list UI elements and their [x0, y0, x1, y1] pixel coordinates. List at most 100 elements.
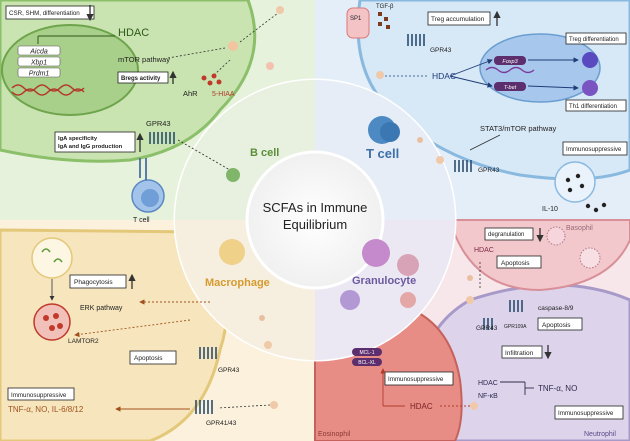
center-title-line1: SCFAs in Immune — [263, 200, 368, 215]
foxp3-gene — [494, 56, 526, 65]
caspase-label: caspase-8/9 — [538, 305, 574, 312]
treg-acc-text: Treg accumulation — [431, 16, 485, 23]
csr-box — [5, 5, 95, 20]
il10-label: IL-10 — [542, 206, 558, 213]
infiltration-box — [501, 345, 543, 359]
gran-immuno-left-text: Immunosuppressive — [388, 376, 444, 383]
neutrophil-label: Neutrophil — [584, 431, 616, 438]
phago-text: Phagocytosis — [74, 279, 113, 286]
tcell-gpr43-top — [407, 34, 425, 46]
bclxl-gene — [352, 358, 382, 366]
macrophage-icon — [219, 239, 245, 265]
th1-diff-text: Th1 differentiation — [569, 104, 617, 110]
ahr-label: AhR — [183, 89, 198, 98]
tcell-gpr43-top-label: GPR43 — [430, 47, 452, 54]
csr-text: CSR, SHM, differentiation — [9, 10, 80, 17]
gran-immuno-right-text: Immunosuppressive — [558, 410, 614, 417]
iga-line1: IgA specificity — [58, 136, 98, 142]
treg-acc-box — [427, 11, 491, 26]
gran-immuno-right-box — [554, 405, 624, 420]
gran-apop-mid-text: Apoptosis — [542, 322, 571, 329]
stat3-label: STAT3/mTOR pathway — [480, 124, 557, 133]
th1-cell-icon — [582, 80, 598, 96]
tcell-small-label: T cell — [133, 217, 150, 224]
gene-aicda-label: Aicda — [29, 49, 48, 56]
gran-apop-top-text: Apoptosis — [501, 260, 530, 267]
il10-vesicle — [554, 161, 596, 203]
macro-gpr41-receptor — [195, 400, 213, 414]
iga-line2: IgA and IgG production — [58, 144, 123, 150]
mcl1-label: MCL-1 — [359, 350, 374, 356]
th1-diff-box — [565, 99, 627, 112]
macro-apoptosis-text: Apoptosis — [134, 355, 163, 362]
gran-gpr43-receptor — [483, 318, 493, 330]
macro-immuno-text: Immunosuppressive — [11, 392, 67, 399]
bcell-gpr43-receptor — [149, 132, 175, 144]
bcell-label: B cell — [250, 147, 279, 159]
macrophage-label: Macrophage — [205, 277, 270, 289]
erk-label: ERK pathway — [80, 305, 123, 312]
macro-gpr43-receptor — [199, 347, 217, 359]
bcell-mtor: mTOR pathway — [118, 55, 170, 64]
bcell-hdac: HDAC — [118, 27, 149, 39]
macro-gpr41-label: GPR41/43 — [206, 420, 237, 427]
gene-xbp1-label: Xbp1 — [30, 60, 47, 67]
bregs-text: Bregs activity — [121, 76, 161, 82]
infiltration-text: Infiltration — [505, 350, 534, 357]
lamtor-label: LAMTOR2 — [68, 338, 99, 345]
eosinophil-label: Eosinophil — [318, 431, 351, 438]
gran-hdac-right: HDAC — [478, 380, 498, 387]
degran-text: degranulation — [488, 232, 524, 238]
tbx-label: T-bet — [504, 85, 517, 91]
foxp3-label: Foxp3 — [502, 59, 518, 65]
bclxl-label: BCL-XL — [358, 360, 376, 366]
gene-prdm1 — [17, 67, 61, 78]
macro-cytokines: TNF-α, NO, IL-6/8/12 — [8, 405, 84, 414]
basophil-label: Basophil — [566, 225, 593, 232]
bcell-icon — [226, 168, 240, 182]
gran-apop-mid-box — [537, 317, 583, 331]
bcell-dna — [11, 84, 85, 92]
tcell-gpr43-bottom — [454, 160, 472, 172]
gpr109a-label: GPR109A — [504, 324, 527, 330]
mtor-arrow — [167, 47, 226, 59]
tcell-label: T cell — [366, 146, 399, 161]
gpr109a-receptor — [509, 300, 523, 312]
iga-box — [54, 131, 136, 153]
basophil-granule — [546, 226, 566, 246]
gene-xbp1 — [17, 56, 61, 67]
sp1-label: SP1 — [350, 16, 362, 22]
degran-box — [484, 227, 534, 241]
macro-gpr43-label: GPR43 — [218, 367, 240, 374]
bregs-box — [117, 71, 169, 84]
treg-diff-box — [565, 32, 627, 45]
treg-diff-text: Treg differentiation — [569, 37, 619, 43]
tcell-immuno-box — [562, 141, 628, 156]
gran-immuno-left-box — [384, 371, 454, 386]
scfa-dot — [228, 41, 238, 51]
tbx-gene — [494, 82, 526, 91]
treg-cell-icon — [582, 52, 598, 68]
center-title-line2: Equilibrium — [283, 217, 347, 232]
gran-hdac-top: HDAC — [474, 247, 494, 254]
gran-hdac-bottom: HDAC — [410, 402, 433, 411]
granulocyte-icon — [362, 239, 390, 267]
granulocyte-label: Granulocyte — [352, 275, 416, 287]
phagosome — [31, 237, 73, 279]
tcell-gpr43-bottom-label: GPR43 — [478, 167, 500, 174]
tcell-immuno-text: Immunosuppressive — [566, 146, 622, 153]
gene-aicda — [17, 45, 61, 56]
gene-prdm1-label: Prdm1 — [29, 71, 50, 78]
macro-immuno-box — [7, 387, 75, 401]
tgfb-label: TGF-β — [376, 4, 394, 10]
sp1-cell — [346, 7, 370, 39]
gran-apop-top-box — [496, 255, 542, 269]
bcell-gpr43: GPR43 — [146, 119, 171, 128]
gran-tnf: TNF-α, NO — [538, 384, 577, 393]
tcell-hdac: HDAC — [432, 71, 456, 81]
hiaa-label: 5-HIAA — [212, 91, 235, 98]
mcl1-gene — [352, 348, 382, 356]
macro-apoptosis-box — [129, 350, 177, 365]
